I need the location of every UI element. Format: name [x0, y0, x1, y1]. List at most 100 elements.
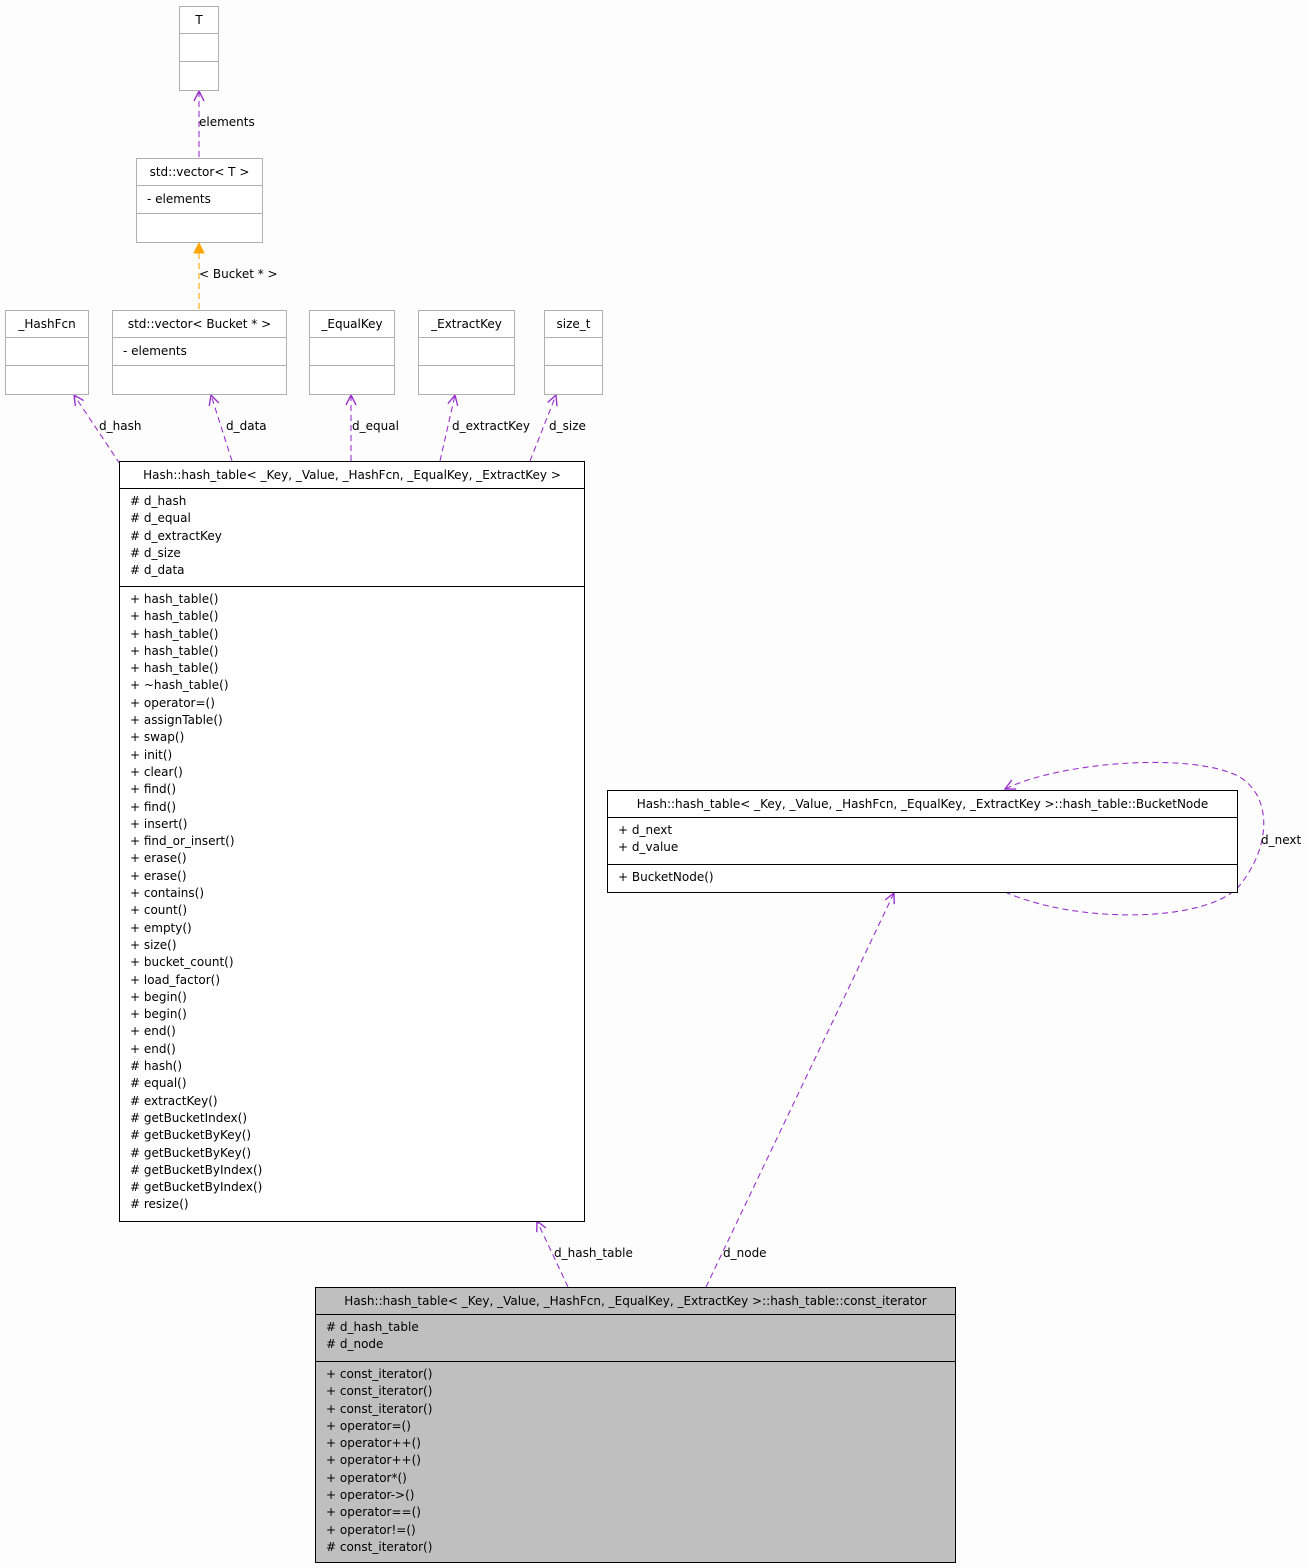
method: + empty() [130, 920, 192, 935]
method: + const_iterator() [326, 1367, 433, 1381]
methods-section: + BucketNode() [608, 865, 1237, 892]
attribute: # d_data [130, 563, 185, 578]
methods-section: + hash_table() + hash_table() + hash_table… [120, 587, 584, 1220]
method: # hash() [130, 1059, 183, 1074]
method: + find() [130, 782, 177, 797]
class-vector-bucket[interactable]: std::vector< Bucket * > - elements [112, 310, 287, 395]
method: + operator*() [326, 1470, 407, 1485]
method: # resize() [130, 1197, 189, 1212]
method: # const_iterator() [326, 1539, 433, 1554]
edge-label-d-extractKey: d_extractKey [452, 419, 530, 433]
class-hashfcn[interactable]: _HashFcn [5, 310, 89, 395]
class-name: _ExtractKey [419, 311, 514, 338]
method: + end() [130, 1024, 176, 1039]
method: # extractKey() [130, 1093, 218, 1108]
method: + erase() [130, 851, 187, 866]
method: + count() [130, 903, 188, 918]
methods-section: + const_iterator() + const_iterator() + co… [316, 1362, 955, 1562]
class-equalkey[interactable]: _EqualKey [309, 310, 395, 395]
method: # getBucketByIndex() [130, 1180, 263, 1195]
edge-d-size [529, 395, 556, 462]
method: + hash_table() [130, 609, 219, 624]
attribute: + d_next [618, 823, 673, 837]
edge-d-node [705, 893, 894, 1288]
method: + hash_table() [130, 643, 219, 658]
attributes-section: - elements [113, 338, 286, 366]
attribute: # d_size [130, 545, 181, 560]
attribute: - elements [123, 344, 187, 358]
attribute: # d_hash [130, 494, 187, 508]
method: # getBucketByKey() [130, 1145, 252, 1160]
attributes-section [180, 34, 218, 62]
class-const-iterator[interactable]: Hash::hash_table< _Key, _Value, _HashFcn… [315, 1287, 956, 1563]
method: + hash_table() [130, 592, 219, 606]
attributes-section [419, 338, 514, 366]
edge-d-data [211, 395, 233, 462]
method: + hash_table() [130, 626, 219, 641]
method: + const_iterator() [326, 1384, 433, 1399]
class-name: std::vector< Bucket * > [113, 311, 286, 338]
method: + find() [130, 799, 177, 814]
edge-d-hash [74, 395, 121, 465]
method: + operator++() [326, 1453, 421, 1468]
method: + operator=() [326, 1418, 411, 1433]
method: + operator=() [130, 695, 215, 710]
class-name: Hash::hash_table< _Key, _Value, _HashFcn… [608, 791, 1237, 818]
attributes-section: # d_hash_table # d_node [316, 1315, 955, 1362]
attributes-section: + d_next + d_value [608, 818, 1237, 865]
attributes-section: - elements [137, 186, 262, 214]
methods-section [545, 366, 602, 394]
class-name: std::vector< T > [137, 159, 262, 186]
method: + size() [130, 937, 177, 952]
class-size-t[interactable]: size_t [544, 310, 603, 395]
method: + operator->() [326, 1488, 415, 1503]
class-name: Hash::hash_table< _Key, _Value, _HashFcn… [316, 1288, 955, 1315]
class-bucket-node[interactable]: Hash::hash_table< _Key, _Value, _HashFcn… [607, 790, 1238, 893]
class-vector-T[interactable]: std::vector< T > - elements [136, 158, 263, 243]
methods-section [310, 366, 394, 394]
attribute: # d_hash_table [326, 1320, 419, 1334]
edge-d-hash-table [537, 1221, 569, 1288]
methods-section [113, 366, 286, 394]
methods-section [419, 366, 514, 394]
edge-label-d-node: d_node [723, 1246, 767, 1260]
class-name: Hash::hash_table< _Key, _Value, _HashFcn… [120, 462, 584, 489]
edge-label-d-equal: d_equal [352, 419, 399, 433]
method: + load_factor() [130, 972, 221, 987]
class-T[interactable]: T [179, 6, 219, 91]
method: + init() [130, 747, 173, 762]
method: + hash_table() [130, 661, 219, 676]
class-name: _HashFcn [6, 311, 88, 338]
attributes-section: # d_hash# d_equal# d_extractKey# d_size#… [120, 489, 584, 587]
method: + operator==() [326, 1505, 421, 1520]
method: + operator++() [326, 1436, 421, 1451]
edge-label-d-next: d_next [1261, 833, 1302, 847]
attribute: - elements [147, 192, 211, 206]
method: # getBucketIndex() [130, 1110, 248, 1125]
edge-label-elements: elements [199, 115, 255, 129]
attribute: # d_extractKey [130, 528, 222, 543]
method: # getBucketByIndex() [130, 1162, 263, 1177]
attribute: + d_value [618, 840, 679, 855]
attribute: # d_node [326, 1337, 384, 1352]
methods-section [6, 366, 88, 394]
class-extractkey[interactable]: _ExtractKey [418, 310, 515, 395]
edge-d-extractKey [439, 395, 455, 462]
method: + ~hash_table() [130, 678, 229, 693]
class-hash-table[interactable]: Hash::hash_table< _Key, _Value, _HashFcn… [119, 461, 585, 1222]
method: + begin() [130, 989, 187, 1004]
method: # getBucketByKey() [130, 1128, 252, 1143]
method: + BucketNode() [618, 870, 714, 884]
method: + operator!=() [326, 1522, 416, 1537]
method: # equal() [130, 1076, 187, 1091]
method: + insert() [130, 816, 188, 831]
attributes-section [545, 338, 602, 366]
class-name: _EqualKey [310, 311, 394, 338]
attributes-section [6, 338, 88, 366]
edge-label-d-hash: d_hash [99, 419, 142, 433]
edge-label-d-data: d_data [226, 419, 267, 433]
methods-section [137, 214, 262, 242]
method: + bucket_count() [130, 955, 234, 970]
method: + contains() [130, 886, 205, 901]
method: + const_iterator() [326, 1401, 433, 1416]
